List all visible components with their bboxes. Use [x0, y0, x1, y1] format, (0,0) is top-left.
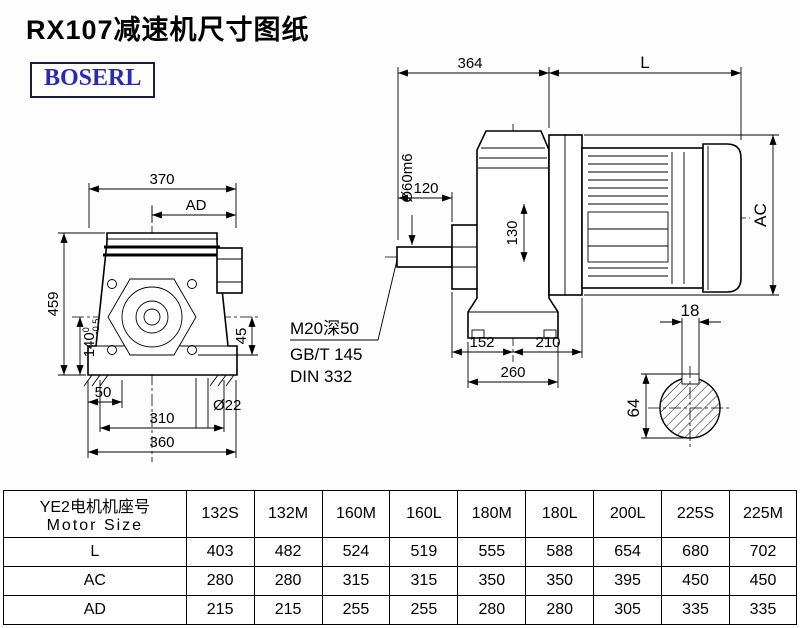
col-header: 200L	[593, 490, 663, 538]
table-cell: 654	[593, 537, 663, 567]
table-cell: 335	[661, 595, 730, 625]
side-view: 364 L AC 120 Ø60m6 130 152 210 26	[290, 53, 779, 388]
row-label: L	[3, 537, 187, 567]
table-cell: 350	[525, 566, 595, 596]
table-cell: 555	[457, 537, 527, 567]
note-gb: GB/T 145	[290, 345, 362, 364]
row-label: AD	[3, 595, 187, 625]
table-cell: 280	[457, 595, 527, 625]
col-header: 180M	[457, 490, 527, 538]
table-cell: 305	[593, 595, 663, 625]
side-dim-ac: AC	[751, 203, 770, 227]
table-row-AC: AC 280 280 315 315 350 350 395 450 450	[3, 566, 798, 596]
table-row-L: L 403 482 524 519 555 588 654 680 702	[3, 537, 798, 567]
front-dim-45: 45	[233, 328, 250, 345]
motor-size-header-en: Motor Size	[46, 517, 144, 534]
table-cell: 524	[321, 537, 391, 567]
col-header: 225S	[661, 490, 730, 538]
table-cell: 450	[728, 566, 798, 596]
motor-flange	[548, 134, 583, 296]
table-cell: 315	[389, 566, 459, 596]
table-cell: 519	[389, 537, 459, 567]
table-cell: 255	[389, 595, 459, 625]
table-cell: 482	[253, 537, 323, 567]
table-cell: 315	[321, 566, 391, 596]
note-thread: M20深50	[290, 319, 359, 338]
table-cell: 588	[525, 537, 595, 567]
side-dim-120: 120	[413, 180, 438, 197]
page-title: RX107减速机尺寸图纸	[26, 15, 310, 45]
table-cell: 403	[185, 537, 255, 567]
table-cell: 680	[661, 537, 730, 567]
shaft-dim-18: 18	[681, 301, 700, 320]
motor-fins	[587, 152, 685, 284]
front-dim-50: 50	[95, 384, 112, 401]
side-dim-210: 210	[535, 334, 560, 351]
table-cell: 280	[185, 566, 255, 596]
front-view: 370 AD 459 1400-0.5 45 50 310 360	[45, 171, 258, 462]
front-dim-ad: AD	[186, 197, 207, 214]
table-header-row: YE2电机机座号 Motor Size 132S 132M 160M 160L …	[3, 490, 798, 538]
side-dim-L: L	[640, 53, 649, 72]
col-header: 132M	[253, 490, 323, 538]
dimension-table: YE2电机机座号 Motor Size 132S 132M 160M 160L …	[3, 490, 798, 625]
table-cell: 255	[321, 595, 391, 625]
front-dim-370: 370	[149, 171, 174, 188]
side-dim-260: 260	[500, 364, 525, 381]
shaft-end-view: 18 64	[624, 301, 732, 450]
side-dim-shaft: Ø60m6	[399, 153, 416, 202]
keyway	[681, 373, 700, 385]
front-dim-360: 360	[149, 434, 174, 451]
table-cell: 215	[185, 595, 255, 625]
motor-body	[581, 147, 704, 289]
note-din: DIN 332	[290, 367, 352, 386]
side-dim-364: 364	[457, 55, 482, 72]
front-dim-o22: Ø22	[213, 397, 241, 414]
front-dim-459: 459	[45, 291, 62, 316]
table-cell: 702	[728, 537, 798, 567]
col-header: 132S	[185, 490, 255, 538]
technical-drawing: 370 AD 459 1400-0.5 45 50 310 360	[45, 53, 779, 462]
side-dim-152: 152	[469, 334, 494, 351]
col-header: 160L	[389, 490, 459, 538]
col-header: 225M	[728, 490, 798, 538]
col-header: 160M	[321, 490, 391, 538]
table-cell: 450	[661, 566, 730, 596]
output-shaft	[396, 246, 453, 268]
fan-cowl	[702, 143, 742, 293]
side-dim-130: 130	[504, 220, 521, 245]
col-header: 180L	[525, 490, 595, 538]
table-cell: 350	[457, 566, 527, 596]
front-dim-140: 1400-0.5	[81, 319, 101, 358]
gear-housing	[467, 130, 559, 339]
table-row-AD: AD 215 215 255 255 280 280 305 335 335	[3, 595, 798, 625]
motor-size-header: YE2电机机座号 Motor Size	[3, 490, 187, 538]
table-cell: 280	[525, 595, 595, 625]
table-cell: 335	[728, 595, 798, 625]
table-cell: 280	[253, 566, 323, 596]
brand-logo: BOSERL	[30, 62, 156, 98]
row-label: AC	[3, 566, 187, 596]
front-dim-310: 310	[149, 410, 174, 427]
motor-size-header-cn: YE2电机机座号	[39, 499, 150, 516]
table-cell: 395	[593, 566, 663, 596]
shaft-dim-64: 64	[624, 399, 643, 418]
table-cell: 215	[253, 595, 323, 625]
